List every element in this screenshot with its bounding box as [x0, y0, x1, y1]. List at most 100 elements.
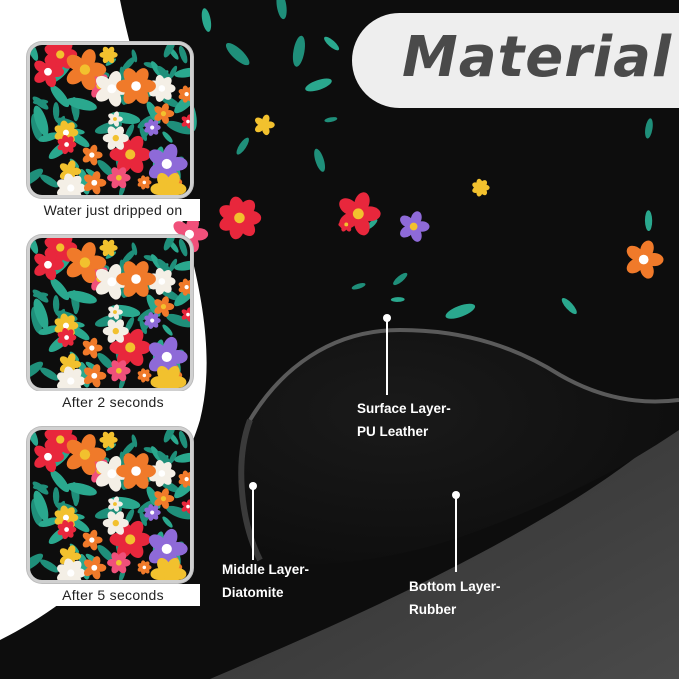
leaf-motif	[150, 61, 162, 77]
flower-motif	[178, 85, 190, 103]
leaf-motif	[561, 297, 577, 315]
leaf-motif	[236, 137, 249, 155]
flower-motif	[102, 126, 129, 150]
leaf-motif	[52, 295, 60, 314]
leaf-motif	[33, 298, 49, 329]
flower-motif	[57, 327, 77, 348]
flower-motif	[150, 558, 187, 580]
leaf-motif	[38, 325, 60, 335]
flower-motif	[99, 46, 118, 64]
flower-motif	[181, 499, 190, 514]
flower-motif	[149, 460, 176, 487]
leaf-motif	[292, 35, 305, 67]
leaf-motif	[97, 544, 115, 563]
surface-layer-line1: Surface Layer-	[357, 401, 451, 416]
leaf-motif	[324, 36, 340, 51]
flower-motif	[66, 49, 107, 91]
leaf-motif	[40, 367, 59, 381]
bottom-layer-line1: Bottom Layer-	[409, 579, 501, 594]
leaf-motif	[137, 500, 155, 514]
flower-motif	[34, 441, 64, 473]
flower-motif	[137, 368, 152, 383]
flower-motif	[57, 366, 86, 388]
leaf-motif	[393, 272, 408, 286]
flower-motif	[150, 366, 187, 388]
bottom-layer-line2: Rubber	[409, 602, 457, 617]
leaf-motif	[168, 65, 178, 80]
caption-step-2: After 2 seconds	[26, 391, 200, 413]
leaf-motif	[125, 316, 135, 333]
leaf-motif	[178, 45, 188, 64]
leaf-motif	[52, 102, 60, 121]
flower-motif	[144, 312, 161, 329]
middle-layer-label: Middle Layer- Diatomite	[222, 559, 309, 604]
flower-motif	[137, 175, 152, 190]
flower-motif	[84, 171, 107, 195]
leaf-motif	[162, 131, 173, 143]
flower-motif	[57, 558, 86, 580]
leaf-motif	[125, 123, 135, 140]
leaf-motif	[351, 282, 366, 290]
flower-motif	[107, 360, 131, 382]
leaf-motif	[50, 470, 70, 493]
leaf-motif	[137, 115, 155, 129]
leaf-motif	[50, 278, 70, 301]
leaf-motif	[131, 242, 138, 256]
flower-motif	[144, 119, 161, 136]
leaf-motif	[225, 42, 250, 66]
leaf-motif	[166, 505, 190, 520]
flower-motif	[99, 431, 118, 449]
flower-motif	[154, 296, 175, 317]
flower-motif	[57, 173, 86, 195]
flower-motif	[181, 307, 190, 322]
title-text: Material	[402, 25, 673, 90]
surface-layer-label: Surface Layer- PU Leather	[357, 398, 451, 443]
leaf-motif	[131, 434, 138, 448]
leaf-motif	[139, 126, 147, 142]
leaf-motif	[66, 97, 97, 111]
middle-callout-dot	[249, 482, 257, 490]
leaf-motif	[166, 313, 190, 328]
flower-motif	[34, 249, 64, 281]
leaf-motif	[174, 67, 190, 78]
flower-motif	[107, 552, 131, 574]
middle-layer-line1: Middle Layer-	[222, 562, 310, 577]
flower-motif	[108, 111, 123, 127]
leaf-motif	[30, 553, 44, 572]
water-test-thumbnail-1	[30, 45, 190, 195]
leaf-motif	[166, 120, 190, 135]
leaf-motif	[52, 487, 60, 506]
leaf-motif	[178, 238, 188, 257]
mat-rubber-curl	[241, 330, 679, 564]
leaf-motif	[33, 490, 49, 521]
leaf-motif	[33, 105, 49, 136]
surface-callout-dot	[383, 314, 391, 322]
leaf-motif	[163, 430, 176, 443]
leaf-motif	[314, 148, 326, 172]
leaf-motif	[122, 441, 136, 456]
flower-motif	[102, 319, 129, 343]
caption-step-3: After 5 seconds	[26, 584, 200, 606]
flower-motif	[99, 239, 118, 257]
flower-motif	[84, 364, 107, 388]
leaf-motif	[30, 168, 44, 187]
leaf-motif	[40, 559, 59, 573]
flower-motif	[116, 453, 156, 489]
water-test-thumbnail-2	[30, 238, 190, 388]
flower-motif	[82, 337, 103, 359]
leaf-motif	[150, 254, 162, 270]
leaf-motif	[276, 0, 287, 20]
leaf-motif	[50, 85, 70, 108]
flower-motif	[82, 529, 103, 551]
leaf-motif	[122, 56, 136, 71]
leaf-motif	[645, 118, 653, 139]
flower-motif	[472, 178, 490, 197]
flower-motif	[400, 211, 430, 242]
bottom-layer-label: Bottom Layer- Rubber	[409, 576, 501, 621]
leaf-motif	[305, 78, 332, 92]
leaf-motif	[131, 49, 138, 63]
leaf-motif	[30, 361, 44, 380]
leaf-motif	[40, 174, 59, 188]
leaf-motif	[163, 238, 176, 251]
